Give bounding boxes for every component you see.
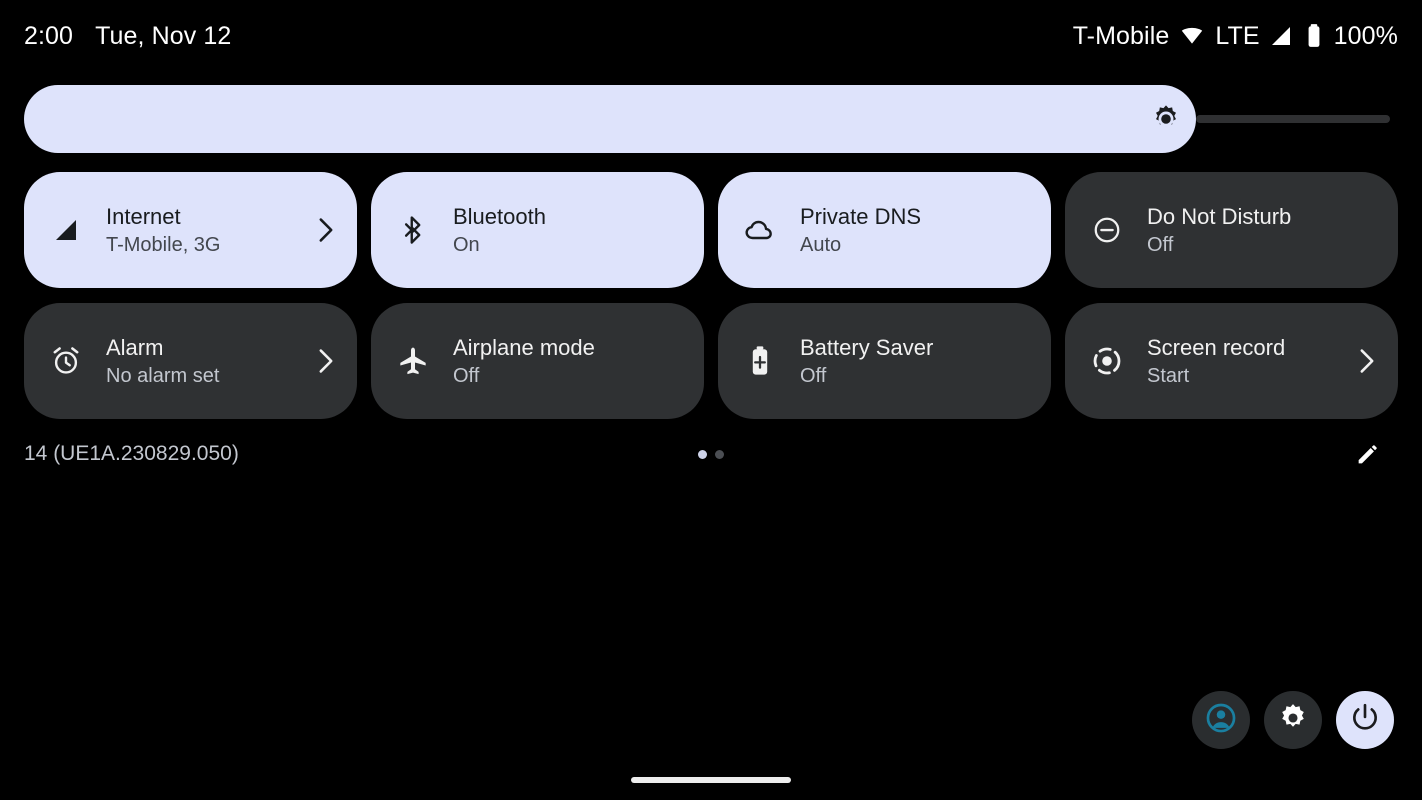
- footer-action-buttons: [1192, 691, 1394, 749]
- page-indicator: [698, 450, 724, 459]
- signal-cellular-icon: [50, 214, 82, 246]
- tile-bluetooth[interactable]: Bluetooth On: [371, 172, 704, 288]
- date-label: Tue, Nov 12: [95, 21, 232, 50]
- chevron-right-icon[interactable]: [315, 346, 337, 376]
- tile-battery-saver-text: Battery Saver Off: [800, 335, 1001, 388]
- brightness-icon: [1150, 103, 1182, 135]
- tile-screen-record-text: Screen record Start: [1147, 335, 1348, 388]
- edit-tiles-button[interactable]: [1352, 440, 1384, 472]
- airplane-icon: [397, 345, 429, 377]
- tile-do-not-disturb[interactable]: Do Not Disturb Off: [1065, 172, 1398, 288]
- status-bar: 2:00 Tue, Nov 12 T-Mobile LTE 100%: [0, 0, 1422, 72]
- clock: 2:00: [24, 21, 74, 50]
- brightness-slider-fill[interactable]: [24, 85, 1196, 153]
- wifi-icon: [1179, 23, 1205, 49]
- bluetooth-icon: [397, 214, 429, 246]
- cloud-icon: [744, 214, 776, 246]
- alarm-clock-icon: [50, 345, 82, 377]
- home-gesture-bar[interactable]: [631, 777, 791, 783]
- page-dot-2[interactable]: [715, 450, 724, 459]
- power-button[interactable]: [1336, 691, 1394, 749]
- status-bar-left: 2:00 Tue, Nov 12: [24, 22, 231, 51]
- do-not-disturb-icon: [1091, 214, 1123, 246]
- tile-bluetooth-title: Bluetooth: [453, 203, 546, 229]
- tile-private-dns-subtitle: Auto: [800, 233, 842, 256]
- tile-private-dns[interactable]: Private DNS Auto: [718, 172, 1051, 288]
- status-bar-right: T-Mobile LTE 100%: [1073, 22, 1398, 51]
- tile-bluetooth-subtitle: On: [453, 233, 480, 256]
- network-type-label: LTE: [1215, 21, 1260, 50]
- tile-do-not-disturb-title: Do Not Disturb: [1147, 203, 1292, 229]
- quick-settings-tile-grid: Internet T-Mobile, 3G Bluetooth On: [24, 172, 1398, 419]
- brightness-slider[interactable]: [24, 85, 1398, 153]
- tile-alarm[interactable]: Alarm No alarm set: [24, 303, 357, 419]
- user-switcher-button[interactable]: [1192, 691, 1250, 749]
- tile-airplane-mode-title: Airplane mode: [453, 334, 595, 360]
- pencil-icon: [1354, 440, 1382, 473]
- tile-do-not-disturb-subtitle: Off: [1147, 233, 1174, 256]
- tile-screen-record-subtitle: Start: [1147, 364, 1190, 387]
- tile-screen-record-title: Screen record: [1147, 334, 1286, 360]
- tile-bluetooth-text: Bluetooth On: [453, 204, 654, 257]
- tile-battery-saver-subtitle: Off: [800, 364, 827, 387]
- tile-battery-saver[interactable]: Battery Saver Off: [718, 303, 1051, 419]
- tile-internet-subtitle: T-Mobile, 3G: [106, 233, 221, 256]
- tile-alarm-subtitle: No alarm set: [106, 364, 220, 387]
- signal-icon: [1270, 24, 1294, 48]
- battery-icon: [1304, 23, 1324, 49]
- tile-internet-title: Internet: [106, 203, 181, 229]
- tile-alarm-text: Alarm No alarm set: [106, 335, 307, 388]
- tile-private-dns-title: Private DNS: [800, 203, 922, 229]
- quick-settings-footer-row: 14 (UE1A.230829.050): [24, 438, 1398, 476]
- carrier-label: T-Mobile: [1072, 21, 1170, 50]
- account-circle-icon: [1204, 701, 1238, 740]
- battery-plus-icon: [744, 345, 776, 377]
- tile-alarm-title: Alarm: [106, 334, 164, 360]
- settings-button[interactable]: [1264, 691, 1322, 749]
- tile-screen-record[interactable]: Screen record Start: [1065, 303, 1398, 419]
- chevron-right-icon[interactable]: [1356, 346, 1378, 376]
- tile-airplane-mode-subtitle: Off: [453, 364, 480, 387]
- page-dot-1[interactable]: [698, 450, 707, 459]
- tile-airplane-mode-text: Airplane mode Off: [453, 335, 654, 388]
- build-number-label: 14 (UE1A.230829.050): [24, 442, 239, 465]
- tile-do-not-disturb-text: Do Not Disturb Off: [1147, 204, 1348, 257]
- battery-percent-label: 100%: [1333, 21, 1398, 50]
- chevron-right-icon[interactable]: [315, 215, 337, 245]
- power-icon: [1349, 702, 1381, 739]
- tile-internet[interactable]: Internet T-Mobile, 3G: [24, 172, 357, 288]
- gear-icon: [1277, 702, 1309, 739]
- tile-private-dns-text: Private DNS Auto: [800, 204, 1001, 257]
- brightness-slider-track[interactable]: [1196, 115, 1390, 123]
- tile-airplane-mode[interactable]: Airplane mode Off: [371, 303, 704, 419]
- tile-battery-saver-title: Battery Saver: [800, 334, 934, 360]
- tile-internet-text: Internet T-Mobile, 3G: [106, 204, 307, 257]
- screen-record-icon: [1091, 345, 1123, 377]
